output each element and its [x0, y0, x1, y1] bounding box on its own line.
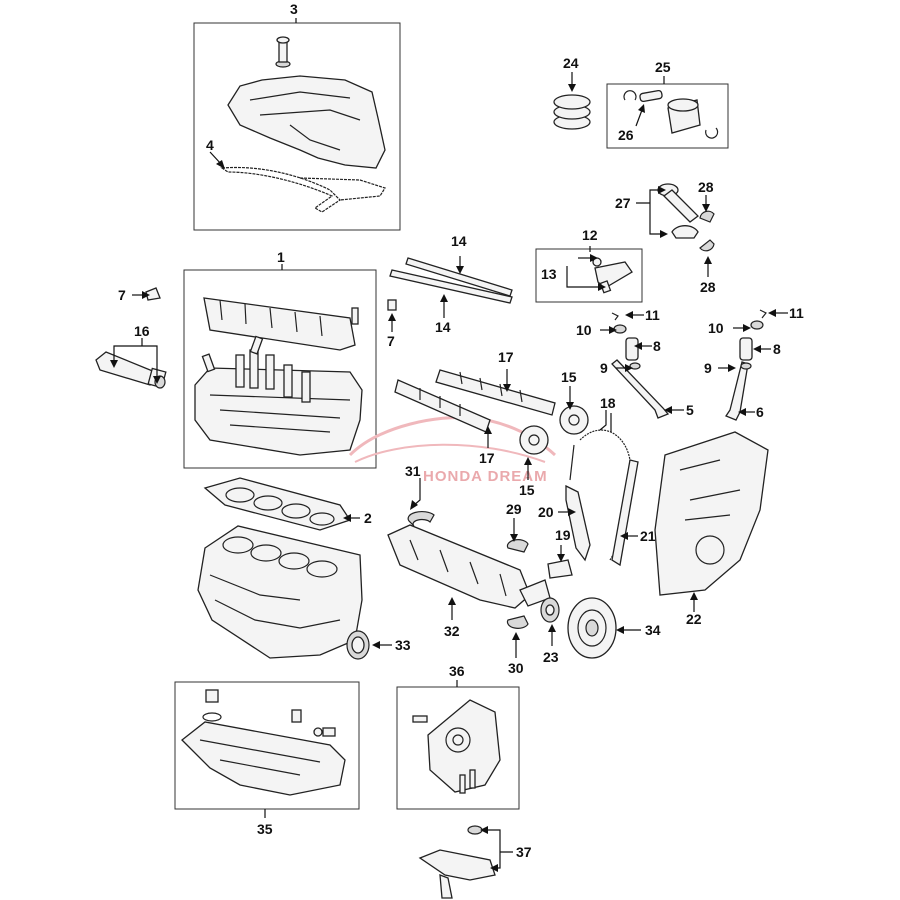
- callout-10a: 10: [576, 322, 592, 338]
- connecting-rod-part: [657, 183, 715, 252]
- oil-control-valve-part: [95, 351, 167, 389]
- callout-33: 33: [395, 637, 411, 653]
- callout-27: 27: [615, 195, 631, 211]
- oil-pump-part: [412, 699, 501, 794]
- callout-35: 35: [257, 821, 273, 837]
- head-gasket-part: [203, 477, 352, 531]
- rocker-arm-box: [535, 248, 643, 303]
- callout-7b: 7: [387, 333, 395, 349]
- callout-13: 13: [541, 266, 557, 282]
- head-cover-gasket-b: [299, 177, 386, 201]
- piston-rings-part: [553, 94, 591, 130]
- crankshaft-part: [387, 524, 551, 609]
- callout-24: 24: [563, 55, 579, 71]
- cylinder-head-box: [183, 269, 377, 469]
- callout-15a: 15: [561, 369, 577, 385]
- chain-guide: [611, 459, 639, 567]
- oil-pump-box: [396, 686, 520, 810]
- callout-34: 34: [645, 622, 661, 638]
- callout-26: 26: [618, 127, 634, 143]
- head-cover-gasket: [220, 166, 341, 213]
- callout-11b: 11: [789, 305, 804, 321]
- callout-19: 19: [555, 527, 571, 543]
- watermark: HONDA DREAM: [348, 416, 557, 485]
- piston-box: [606, 83, 729, 149]
- callout-10b: 10: [708, 320, 724, 336]
- chain-tensioner: [547, 559, 573, 579]
- plug-part-7b: [387, 299, 397, 311]
- callout-3: 3: [290, 1, 298, 17]
- piston-part: [623, 89, 719, 139]
- oil-pan-box: [174, 681, 360, 810]
- callout-14a: 14: [451, 233, 467, 249]
- callout-12: 12: [582, 227, 598, 243]
- vtc-actuator-part: [519, 405, 589, 455]
- head-cover-part: [227, 36, 386, 169]
- callout-18: 18: [600, 395, 616, 411]
- watermark-text: HONDA DREAM: [423, 468, 548, 485]
- rocker-shafts-part: [389, 257, 513, 304]
- callout-30: 30: [508, 660, 524, 676]
- callout-5: 5: [686, 402, 694, 418]
- callout-20: 20: [538, 504, 554, 520]
- callout-9a: 9: [600, 360, 608, 376]
- callout-28a: 28: [698, 179, 714, 195]
- callout-7a: 7: [118, 287, 126, 303]
- oil-seal-part-33: [346, 630, 370, 660]
- callout-11a: 11: [645, 307, 660, 323]
- callout-32: 32: [444, 623, 460, 639]
- callout-28b: 28: [700, 279, 716, 295]
- rocker-arm-part: [592, 257, 633, 294]
- valve-set-exhaust: [725, 309, 767, 421]
- crank-sprocket-part: [540, 597, 560, 623]
- leader-lines: [110, 18, 788, 872]
- cylinder-head-cover-box: [193, 22, 401, 231]
- callout-17b: 17: [479, 450, 495, 466]
- crank-bearings: [407, 510, 529, 629]
- callout-15b: 15: [519, 482, 535, 498]
- callout-4: 4: [206, 137, 214, 153]
- callout-17a: 17: [498, 349, 514, 365]
- callout-labels: 3 4 1 7 16 2 7 14 14 12 13 17 17 15 15 1…: [118, 1, 804, 860]
- callout-37: 37: [516, 844, 532, 860]
- cylinder-head-part: [194, 297, 363, 456]
- crank-pulley-part: [567, 597, 617, 659]
- timing-cover-part: [654, 431, 769, 596]
- callout-31: 31: [405, 463, 421, 479]
- chain-tensioner-arm: [565, 484, 591, 562]
- callout-36: 36: [449, 663, 465, 679]
- oil-pan-part: [181, 689, 346, 796]
- callout-23: 23: [543, 649, 559, 665]
- callout-16: 16: [134, 323, 150, 339]
- callout-29: 29: [506, 501, 522, 517]
- engine-block-part: [197, 525, 363, 659]
- callout-8b: 8: [773, 341, 781, 357]
- callout-25: 25: [655, 59, 671, 75]
- callout-14b: 14: [435, 319, 451, 335]
- callout-1: 1: [277, 249, 285, 265]
- callout-22: 22: [686, 611, 702, 627]
- callout-9b: 9: [704, 360, 712, 376]
- timing-chain-part: [569, 429, 631, 561]
- callout-21: 21: [640, 528, 656, 544]
- callout-8a: 8: [653, 338, 661, 354]
- valve-set-intake: [611, 312, 670, 419]
- plug-part-7a: [145, 287, 161, 301]
- callout-2: 2: [364, 510, 372, 526]
- oil-strainer-part: [418, 825, 496, 899]
- callout-6: 6: [756, 404, 764, 420]
